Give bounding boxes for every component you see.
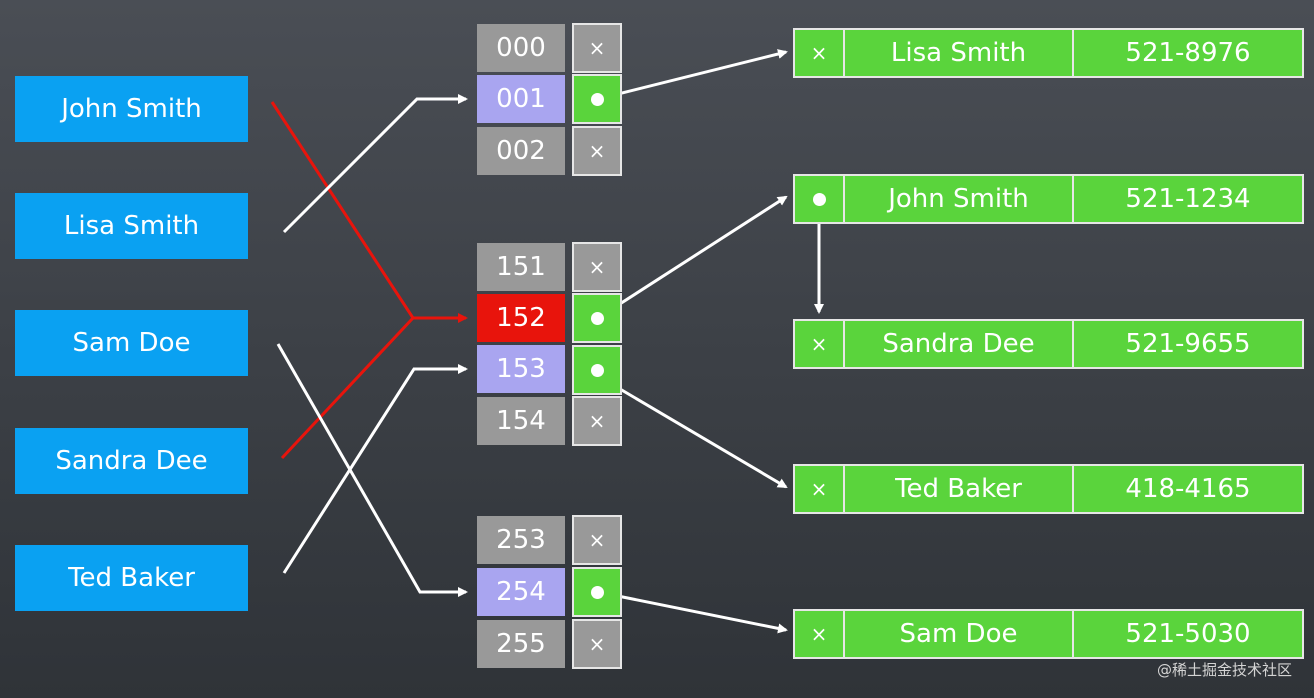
watermark: @稀土掘金技术社区 [1156,661,1292,679]
null-symbol: × [588,36,606,60]
arrow-153-to-ted-baker [597,374,788,489]
key-sandra-dee: Sandra Dee [15,428,248,494]
pointer-dot-icon [590,92,604,106]
arrow-254-to-sam-doe [597,590,788,634]
bucket-index-002: 002 [477,127,565,175]
null-symbol: × [810,477,828,501]
entry-phone: 521-8976 [1125,38,1251,68]
bucket-index-153: 153 [477,345,565,393]
bucket-pointer-002: × [572,126,622,176]
arrow-sandra-dee-to-152 [280,316,415,460]
bucket-index-255: 255 [477,620,565,668]
pointer-dot-icon [590,585,604,599]
arrow-lisa-smith-to-001 [282,94,468,234]
entry-phone: 521-1234 [1125,184,1251,214]
bucket-pointer-001 [572,74,622,124]
arrow-sam-doe-to-254 [276,343,468,597]
entry-next-null: × [795,30,845,76]
entry-john-smith: John Smith 521-1234 [793,174,1304,224]
entry-name: Ted Baker [845,466,1074,512]
bucket-pointer-255: × [572,619,622,669]
bucket-index-254: 254 [477,568,565,616]
pointer-dot-icon [812,192,826,206]
arrow-john-smith-to-152 [270,101,468,323]
null-symbol: × [588,409,606,433]
bucket-index-154: 154 [477,397,565,445]
arrow-001-to-lisa-smith [597,49,788,101]
null-symbol: × [588,255,606,279]
entry-name: Lisa Smith [845,30,1074,76]
bucket-pointer-154: × [572,396,622,446]
entry-next-null: × [795,611,845,657]
arrow-ted-baker-to-153 [282,364,468,574]
key-ted-baker: Ted Baker [15,545,248,611]
entry-ted-baker: × Ted Baker 418-4165 [793,464,1304,514]
pointer-dot-icon [590,363,604,377]
null-symbol: × [810,41,828,65]
entry-name: Sandra Dee [845,321,1074,367]
entry-name: Sam Doe [845,611,1074,657]
entry-sandra-dee: × Sandra Dee 521-9655 [793,319,1304,369]
bucket-index-151: 151 [477,243,565,291]
entry-phone: 521-9655 [1125,329,1251,359]
key-john-smith: John Smith [15,76,248,142]
entry-name: John Smith [845,176,1074,222]
entry-sam-doe: × Sam Doe 521-5030 [793,609,1304,659]
null-symbol: × [810,332,828,356]
pointer-dot-icon [590,311,604,325]
entry-next-null: × [795,466,845,512]
bucket-index-000: 000 [477,24,565,72]
bucket-pointer-153 [572,345,622,395]
entry-next-pointer [795,176,845,222]
bucket-index-152: 152 [477,294,565,342]
key-sam-doe: Sam Doe [15,310,248,376]
bucket-pointer-151: × [572,242,622,292]
entry-lisa-smith: × Lisa Smith 521-8976 [793,28,1304,78]
arrow-152-to-john-smith [597,195,788,320]
bucket-pointer-253: × [572,515,622,565]
null-symbol: × [588,528,606,552]
key-lisa-smith: Lisa Smith [15,193,248,259]
null-symbol: × [588,632,606,656]
null-symbol: × [588,139,606,163]
bucket-pointer-152 [572,293,622,343]
bucket-pointer-000: × [572,23,622,73]
bucket-index-001: 001 [477,75,565,123]
bucket-pointer-254 [572,567,622,617]
bucket-index-253: 253 [477,516,565,564]
entry-phone: 418-4165 [1125,474,1251,504]
entry-phone: 521-5030 [1125,619,1251,649]
entry-next-null: × [795,321,845,367]
null-symbol: × [810,622,828,646]
